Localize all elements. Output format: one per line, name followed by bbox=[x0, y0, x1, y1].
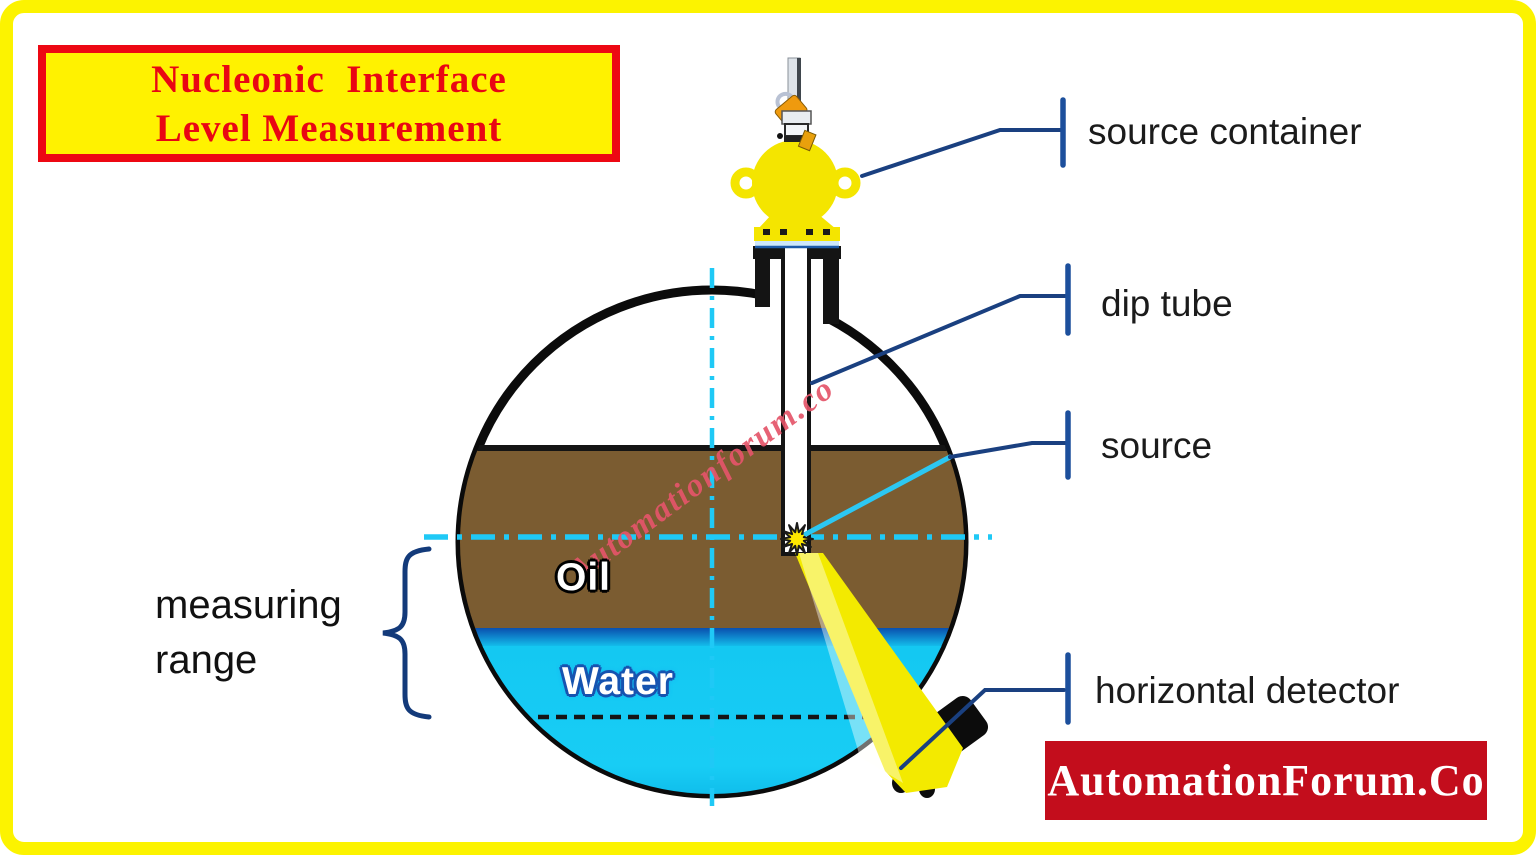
container-flange bbox=[754, 227, 840, 241]
flange-gasket bbox=[755, 240, 839, 248]
radiation-beam-highlight bbox=[799, 553, 903, 783]
handle-rod-shadow bbox=[797, 58, 801, 118]
shutter-band bbox=[784, 136, 809, 142]
measuring-range-line2: range bbox=[155, 638, 258, 682]
label-dip-tube: dip tube bbox=[1101, 283, 1233, 324]
label-water: Water bbox=[562, 660, 674, 703]
callout-leaders bbox=[803, 97, 1071, 770]
source-container-body bbox=[752, 140, 838, 226]
measuring-range-brace bbox=[382, 546, 432, 720]
logo-banner: AutomationForum.Co bbox=[1045, 741, 1487, 820]
source-starburst bbox=[780, 522, 814, 556]
label-oil: Oil bbox=[556, 556, 612, 599]
flange-bolts bbox=[763, 229, 830, 235]
shutter-collar-top bbox=[781, 110, 812, 125]
label-source-container: source container bbox=[1088, 111, 1362, 152]
title-line1: Nucleonic Interface bbox=[151, 57, 507, 101]
nozzle-wall-right bbox=[823, 258, 839, 324]
leader-source-cyan bbox=[803, 454, 953, 537]
label-horizontal-detector: horizontal detector bbox=[1095, 670, 1400, 711]
measuring-range-line1: measuring bbox=[155, 583, 342, 627]
leader-horizontal-detector bbox=[899, 688, 1066, 770]
leader-dip-tube bbox=[810, 294, 1068, 385]
shutter-tab bbox=[797, 129, 817, 152]
radiation-beam bbox=[795, 553, 963, 793]
nozzle-wall-left bbox=[755, 258, 770, 307]
title-box: Nucleonic Interface Level Measurement bbox=[38, 45, 620, 162]
title-line2: Level Measurement bbox=[155, 106, 503, 150]
leader-source-navy bbox=[948, 441, 1068, 459]
logo-text: AutomationForum.Co bbox=[1047, 756, 1485, 805]
shutter-pin bbox=[777, 133, 783, 139]
label-source: source bbox=[1101, 425, 1213, 466]
leader-source-container bbox=[860, 128, 1062, 178]
dip-tube bbox=[781, 241, 811, 556]
label-measuring-range: measuring range bbox=[155, 578, 342, 688]
